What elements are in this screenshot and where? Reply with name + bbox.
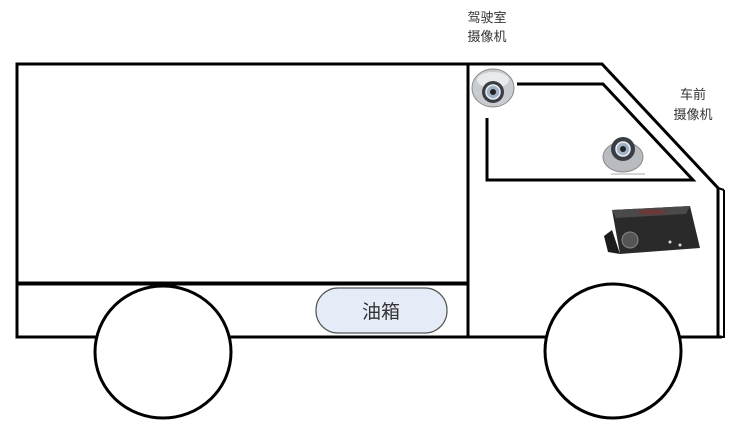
dome-camera-icon bbox=[602, 137, 645, 175]
cab-window bbox=[485, 82, 697, 182]
dome-camera-icon bbox=[471, 68, 515, 108]
chassis bbox=[15, 283, 722, 339]
cab-outline-inner bbox=[718, 190, 725, 338]
svg-text:摄像机: 摄像机 bbox=[673, 108, 712, 123]
front-wheel bbox=[543, 282, 683, 420]
svg-text:车前: 车前 bbox=[680, 87, 706, 103]
cab-camera-label: 驾驶室 摄像机 bbox=[467, 10, 506, 45]
cab-corner bbox=[717, 187, 725, 191]
svg-text:摄像机: 摄像机 bbox=[467, 30, 506, 45]
cab-outline bbox=[468, 62, 720, 337]
rear-wheel bbox=[93, 284, 233, 420]
fuel-tank: 油箱 bbox=[315, 287, 448, 334]
dvr-box-icon bbox=[604, 206, 700, 254]
fuel-tank-label: 油箱 bbox=[362, 301, 400, 323]
front-camera-label: 车前 摄像机 bbox=[673, 87, 712, 123]
svg-text:驾驶室: 驾驶室 bbox=[467, 10, 506, 26]
cargo-box bbox=[15, 62, 470, 285]
